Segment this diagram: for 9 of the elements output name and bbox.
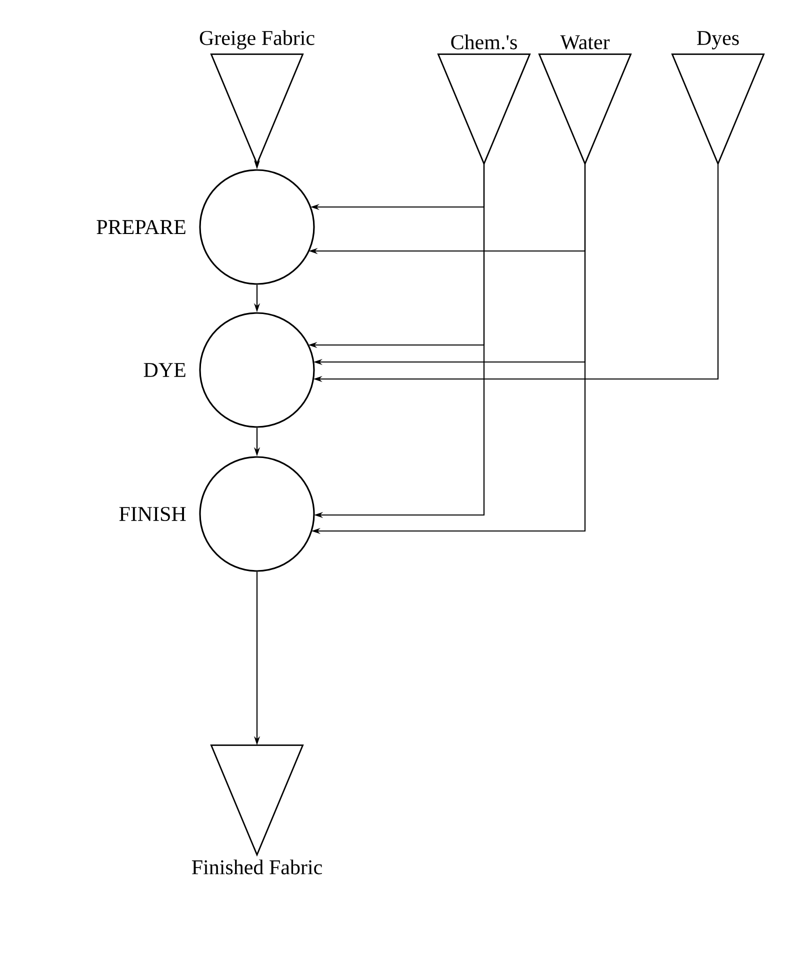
triangle-node: Finished Fabric xyxy=(192,744,322,874)
node-label: DYE xyxy=(144,363,186,377)
node-label: Water xyxy=(560,35,610,50)
node-label: Greige Fabric xyxy=(200,30,314,50)
node-label: PREPARE xyxy=(96,220,186,234)
node-label: FINISH xyxy=(119,506,186,522)
node-label: Finished Fabric xyxy=(192,860,322,874)
node-label: Dyes xyxy=(697,31,739,50)
node-label: Chem.'s xyxy=(451,34,517,50)
